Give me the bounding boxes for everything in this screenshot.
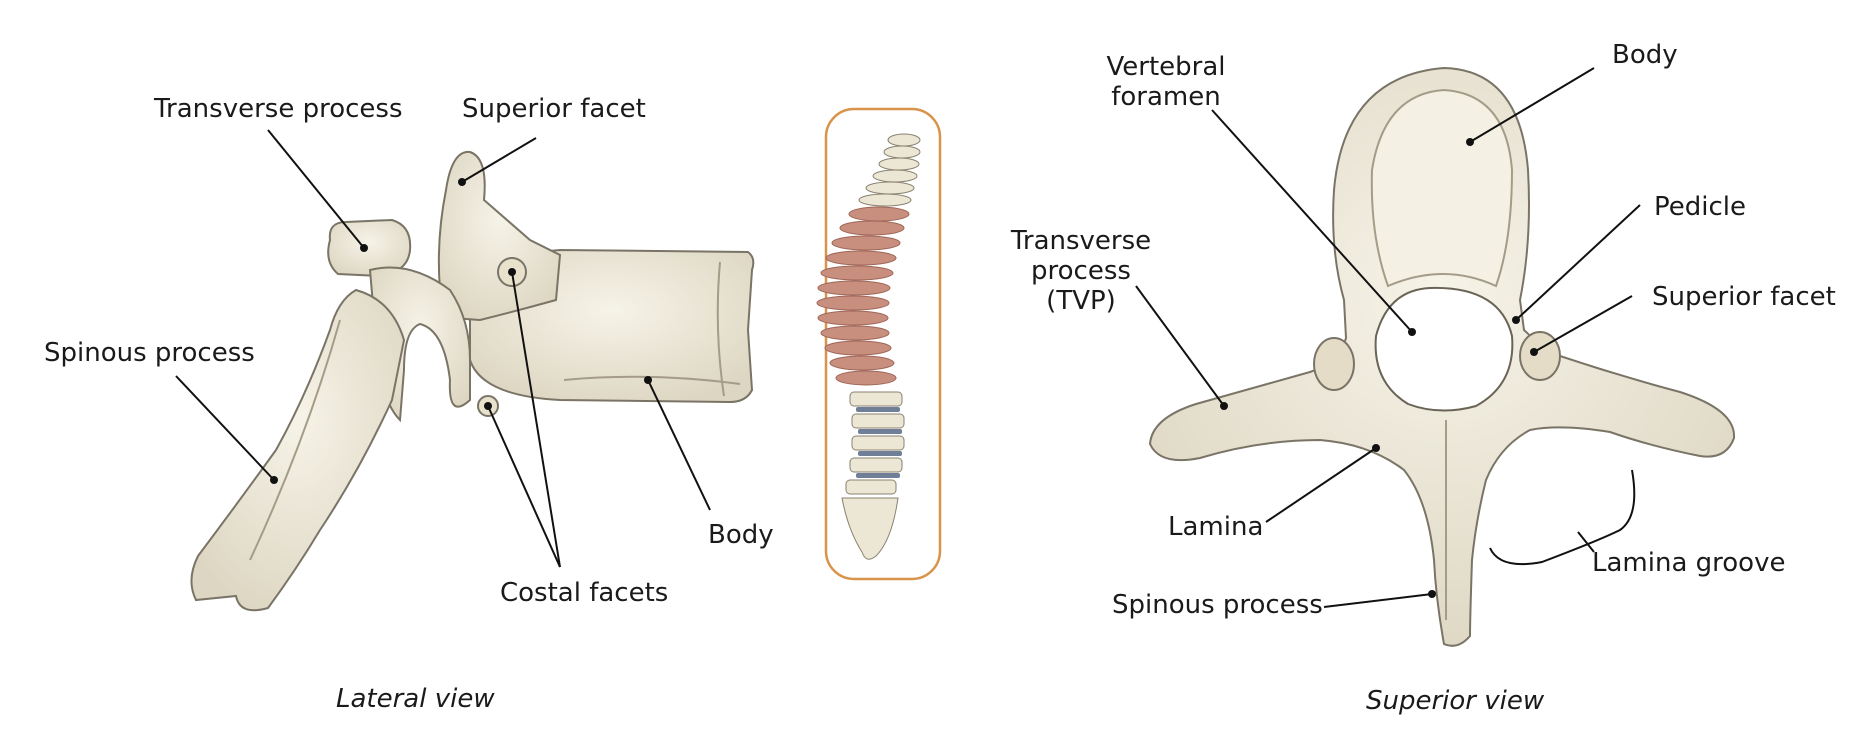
leader-sup-spinous (1323, 593, 1433, 608)
caption-superior-view: Superior view (1366, 686, 1545, 716)
leader-sup-lamina (1265, 447, 1377, 523)
label-superior-transverse-process: Transverse process (TVP) (1010, 226, 1152, 316)
lateral-vertebra (190, 150, 755, 612)
lateral-leader-dots (270, 178, 652, 484)
label-lateral-transverse-process: Transverse process (154, 94, 403, 124)
label-superior-vertebral-foramen: Vertebral foramen (1106, 52, 1226, 112)
leader-sup-pedicle (1515, 204, 1641, 321)
caption-lateral-view: Lateral view (336, 684, 495, 714)
spine-discs (856, 407, 902, 478)
label-superior-lamina: Lamina (1168, 512, 1264, 542)
lateral-leader-lines (175, 129, 711, 568)
label-lateral-costal-facets: Costal facets (500, 578, 669, 608)
leader-lat-costal-2 (487, 405, 561, 568)
lateral-superior-facet-shape (437, 150, 562, 322)
leader-sup-foramen (1211, 109, 1413, 333)
lamina-groove-bracket (1489, 469, 1636, 566)
spine-inset (816, 107, 942, 581)
label-superior-superior-facet: Superior facet (1652, 282, 1836, 312)
label-superior-spinous-process: Spinous process (1112, 590, 1323, 620)
lateral-transverse-process-shape (327, 218, 412, 278)
superior-body-surface (1370, 88, 1514, 288)
superior-leader-dots (1220, 138, 1538, 598)
leader-sup-body (1469, 67, 1595, 143)
leader-sup-lamina-groove (1577, 531, 1595, 553)
leader-sup-transverse (1135, 285, 1225, 407)
leader-sup-superior-facet (1533, 295, 1633, 353)
spine-lumbar (845, 391, 905, 495)
leader-lat-transverse (267, 129, 365, 249)
leader-lat-costal-1 (511, 271, 561, 568)
spine-cervical (858, 133, 921, 207)
label-superior-lamina-groove: Lamina groove (1592, 548, 1786, 578)
label-superior-pedicle: Pedicle (1654, 192, 1746, 222)
superior-leader-lines (1135, 67, 1641, 608)
leader-lat-body (647, 379, 711, 511)
spine-sacrum (841, 497, 899, 560)
spine-thoracic-highlight (816, 206, 910, 386)
leader-lat-superior-facet (461, 137, 537, 183)
label-lateral-spinous-process: Spinous process (44, 338, 255, 368)
label-superior-body: Body (1612, 40, 1678, 70)
vertebral-foramen-hole (1374, 286, 1514, 412)
label-lateral-body: Body (708, 520, 774, 550)
leader-lat-spinous (175, 375, 275, 481)
lateral-spinous-process-shape (190, 288, 406, 612)
label-lateral-superior-facet: Superior facet (462, 94, 646, 124)
